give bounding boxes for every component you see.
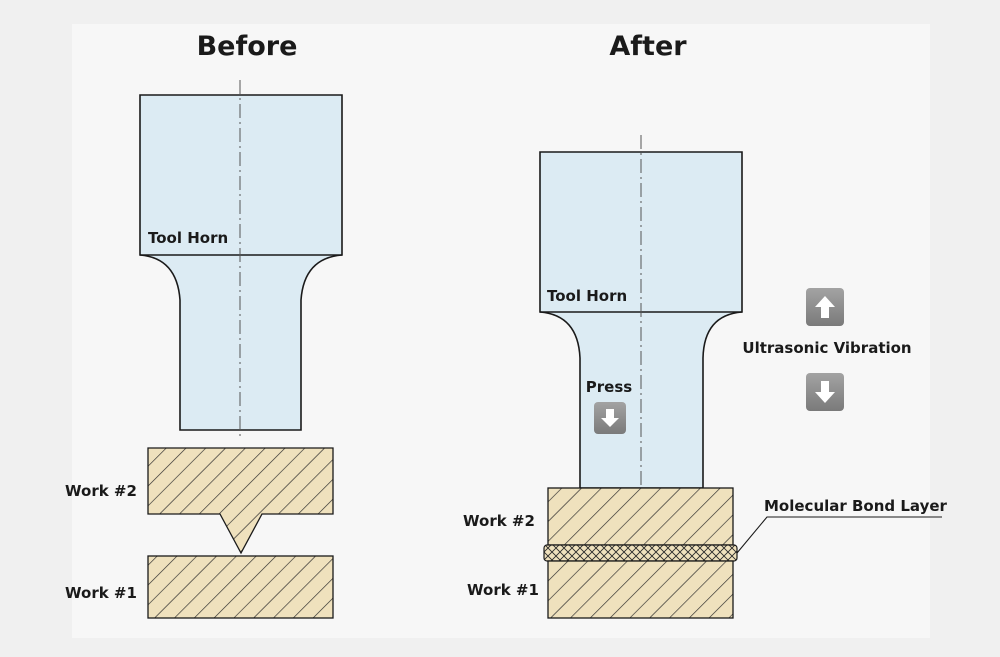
ultrasonic-vibration-label: Ultrasonic Vibration	[742, 339, 911, 357]
before-tool-horn	[139, 94, 343, 431]
before-work2-label: Work #2	[65, 482, 137, 500]
bond-callout-line	[736, 516, 942, 554]
before-work1-label: Work #1	[65, 584, 137, 602]
before-horn-label: Tool Horn	[148, 229, 228, 247]
before-title: Before	[197, 31, 298, 62]
arrow-up-icon	[806, 288, 844, 326]
before-work1	[147, 555, 334, 619]
molecular-bond-layer	[543, 544, 738, 562]
arrow-down-icon	[806, 373, 844, 411]
before-work2	[147, 447, 334, 555]
after-horn-label: Tool Horn	[547, 287, 627, 305]
after-work2	[547, 487, 734, 546]
press-label: Press	[586, 378, 632, 396]
arrow-down-icon	[594, 402, 626, 434]
after-title: After	[609, 31, 687, 62]
before-section: Before Tool Horn Work #2 Work #1	[65, 31, 343, 619]
bond-layer-label: Molecular Bond Layer	[764, 497, 948, 515]
after-work1	[547, 560, 734, 619]
after-work2-label: Work #2	[463, 512, 535, 530]
after-work1-label: Work #1	[467, 581, 539, 599]
after-section: After Tool Horn Press Ultrasonic Vibrati…	[463, 31, 948, 619]
